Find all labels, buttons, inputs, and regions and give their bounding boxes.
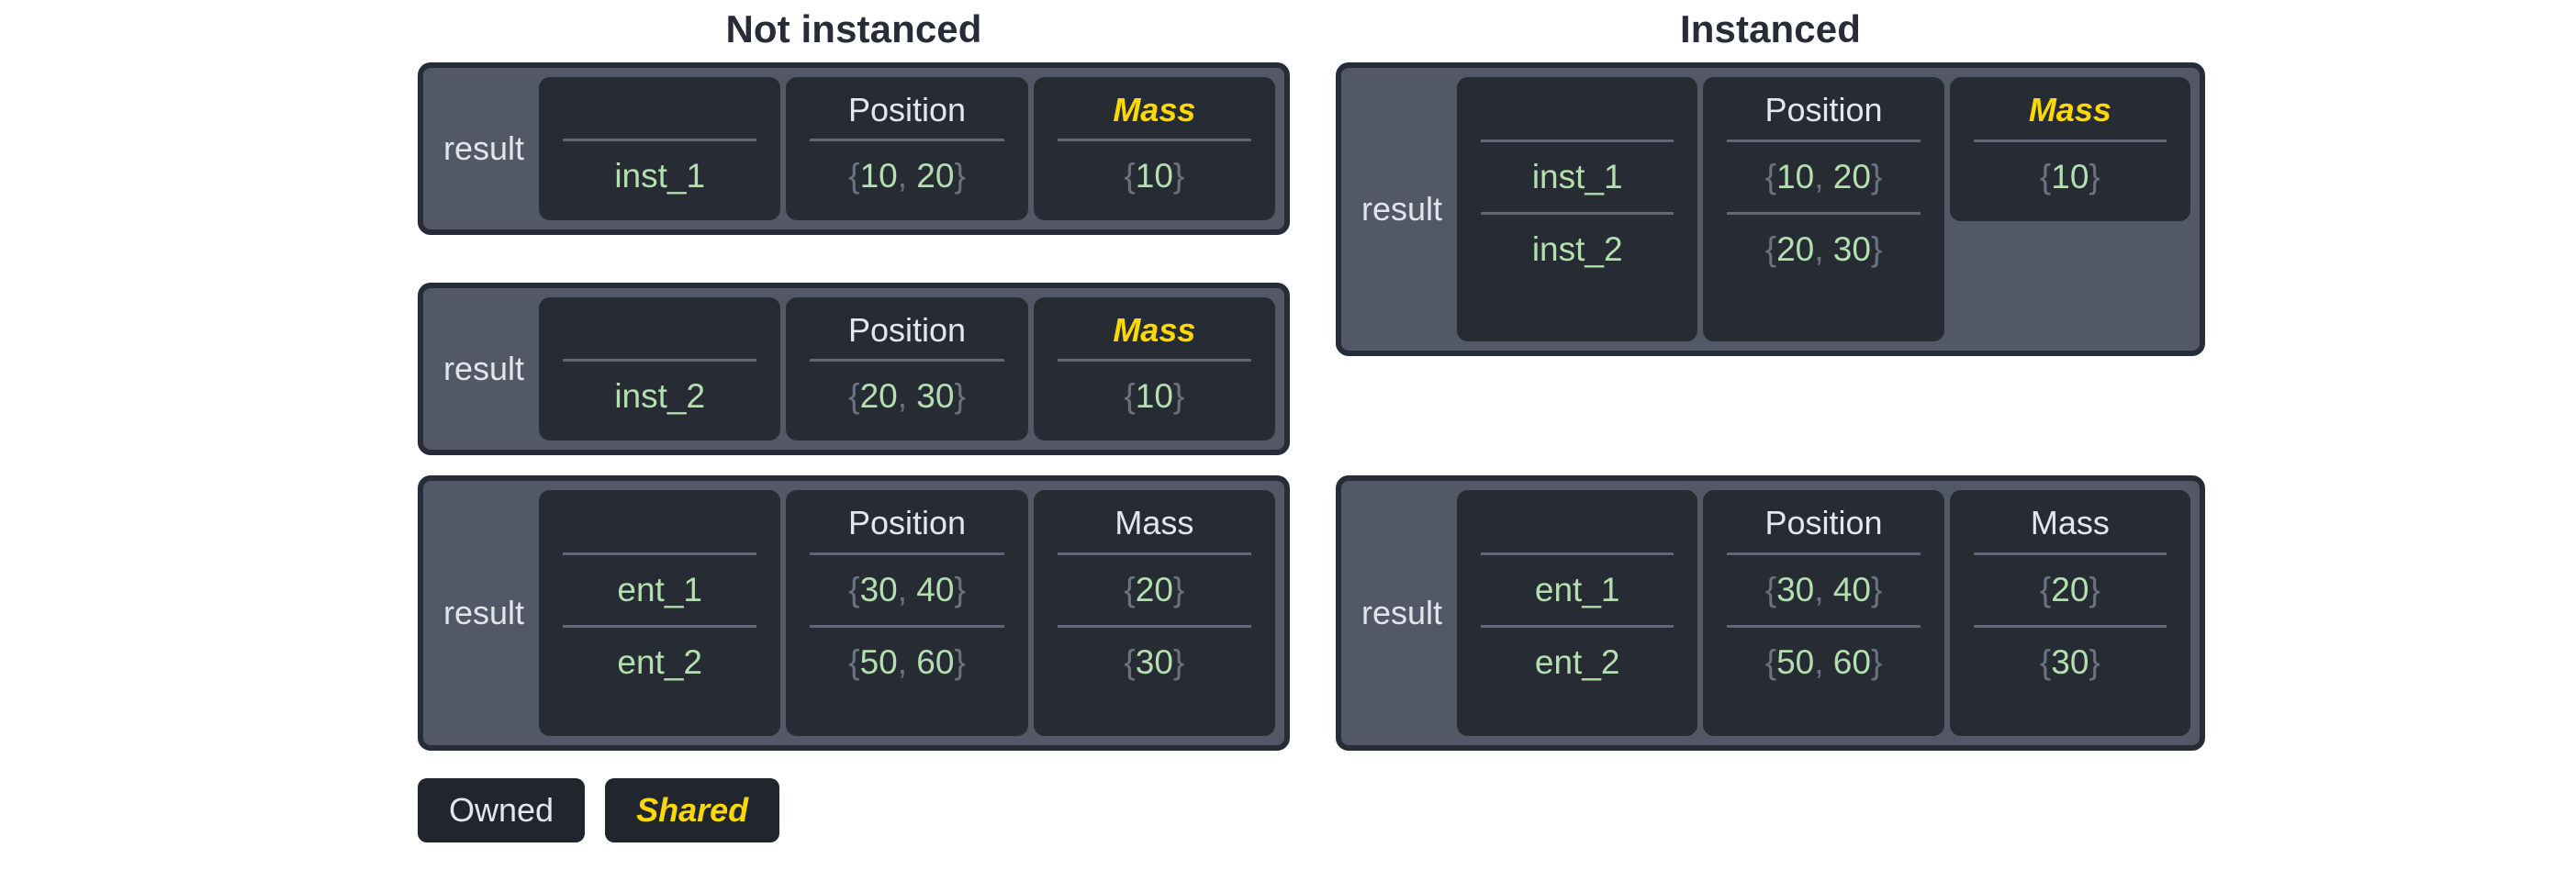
column-header-blank xyxy=(539,301,780,359)
component-value-cell: {50, 60} xyxy=(1727,625,1921,697)
column-card: Mass {10} xyxy=(1949,77,2191,221)
entity-name-cell: inst_1 xyxy=(1481,139,1674,212)
entity-name-cell: ent_1 xyxy=(563,552,757,625)
component-value-cell: {20} xyxy=(1973,552,2167,625)
entity-name-cell: ent_1 xyxy=(1481,552,1674,625)
column-title-not-instanced: Not instanced xyxy=(725,7,982,50)
column-card: Position {20, 30} xyxy=(786,297,1028,441)
column-header: Position xyxy=(1764,91,1883,128)
column-header-blank xyxy=(539,494,780,552)
column-header: Mass xyxy=(1114,504,1194,541)
column-card: Mass {20}{30} xyxy=(1949,490,2191,736)
column-header: Position xyxy=(847,504,967,541)
column-card: Position {30, 40}{50, 60} xyxy=(786,490,1028,736)
column-title-instanced: Instanced xyxy=(1680,7,1861,50)
component-value-cell: {50, 60} xyxy=(810,625,1004,697)
component-value-cell: {30} xyxy=(1057,625,1252,697)
component-value-cell: {10} xyxy=(1973,139,2167,212)
entity-name-cell: inst_1 xyxy=(563,139,757,211)
panel-label: result xyxy=(1361,190,1443,228)
legend-chip-owned: Owned xyxy=(418,778,586,842)
column-header: Mass xyxy=(1113,91,1196,128)
component-value-cell: {20, 30} xyxy=(1727,212,1921,284)
panel-left-1: result inst_1 Position {10, 20} Mass {10} xyxy=(418,62,1290,235)
component-value-cell: {30, 40} xyxy=(1727,552,1921,625)
column-card: inst_2 xyxy=(539,297,781,441)
component-value-cell: {10, 20} xyxy=(1727,139,1921,212)
panel-label: result xyxy=(443,350,525,387)
column-header-blank xyxy=(1457,81,1697,139)
panel-label: result xyxy=(443,594,525,631)
column-header-blank xyxy=(539,81,780,139)
column-card: inst_1 xyxy=(539,77,781,220)
component-value-cell: {20} xyxy=(1057,552,1252,625)
component-value-cell: {20, 30} xyxy=(810,359,1004,431)
component-value-cell: {30} xyxy=(1973,625,2167,697)
column-card: Mass {10} xyxy=(1033,77,1276,220)
column-header: Mass xyxy=(1113,311,1196,349)
panel-columns: inst_1 Position {10, 20} Mass {10} xyxy=(539,77,1276,220)
component-value-cell: {30, 40} xyxy=(810,552,1004,625)
panel-label: result xyxy=(443,129,525,167)
column-header: Mass xyxy=(2030,504,2110,541)
entity-name-cell: inst_2 xyxy=(1481,212,1674,284)
column-header: Position xyxy=(1764,504,1883,541)
panel-left-2: result inst_2 Position {20, 30} Mass {10} xyxy=(418,283,1290,455)
panel-columns: inst_2 Position {20, 30} Mass {10} xyxy=(539,297,1276,441)
entity-name-cell: inst_2 xyxy=(563,359,757,431)
legend: Owned Shared xyxy=(418,778,780,842)
entity-name-cell: ent_2 xyxy=(563,625,757,697)
component-value-cell: {10} xyxy=(1057,359,1252,431)
entity-name-cell: ent_2 xyxy=(1481,625,1674,697)
column-card: Mass {10} xyxy=(1033,297,1276,441)
component-value-cell: {10, 20} xyxy=(810,139,1004,211)
column-card: Position {10, 20} xyxy=(786,77,1028,220)
column-header: Position xyxy=(847,311,967,349)
column-header: Position xyxy=(847,91,967,128)
column-card: Position {30, 40}{50, 60} xyxy=(1703,490,1944,736)
legend-chip-shared: Shared xyxy=(605,778,780,842)
component-value-cell: {10} xyxy=(1057,139,1252,211)
panel-label: result xyxy=(1361,594,1443,631)
column-header-blank xyxy=(1457,494,1697,552)
column-card: Position {10, 20}{20, 30} xyxy=(1703,77,1944,341)
column-header: Mass xyxy=(2028,91,2111,128)
column-card: Mass {20}{30} xyxy=(1033,490,1276,736)
